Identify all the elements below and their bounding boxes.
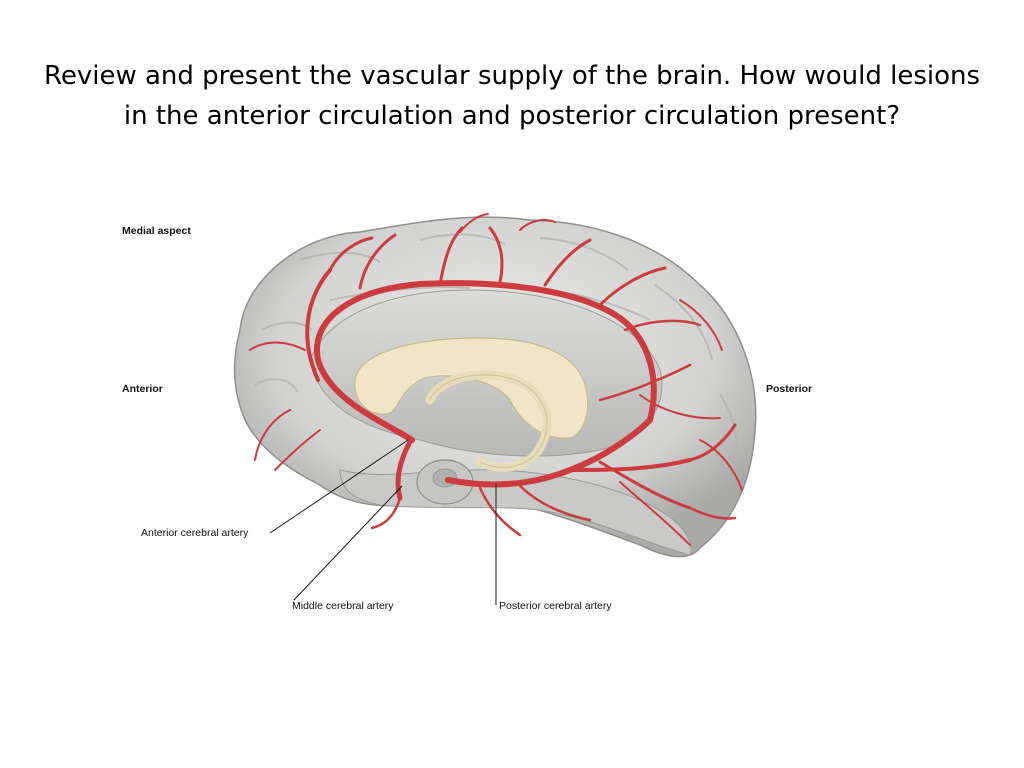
- label-posterior-cerebral-artery: Posterior cerebral artery: [499, 600, 612, 612]
- anterior-cerebral-artery-trunk: [314, 280, 657, 443]
- slide-title: Review and present the vascular supply o…: [0, 56, 1024, 136]
- leader-lines: [269, 439, 497, 605]
- leader-middle-cerebral: [293, 485, 403, 601]
- orientation-posterior: Posterior: [766, 383, 813, 395]
- label-anterior-cerebral-artery: Anterior cerebral artery: [141, 527, 249, 539]
- orientation-anterior: Anterior: [122, 383, 163, 395]
- label-middle-cerebral-artery: Middle cerebral artery: [292, 600, 394, 612]
- title-line-1: Review and present the vascular supply o…: [43, 61, 981, 91]
- title-line-2: in the anterior circulation and posterio…: [123, 101, 901, 131]
- view-label: Medial aspect: [122, 225, 191, 237]
- leader-anterior-cerebral: [269, 439, 409, 534]
- middle-cerebral-artery: [395, 439, 413, 501]
- corpus-callosum: [354, 337, 589, 439]
- arterial-tree: [249, 213, 743, 546]
